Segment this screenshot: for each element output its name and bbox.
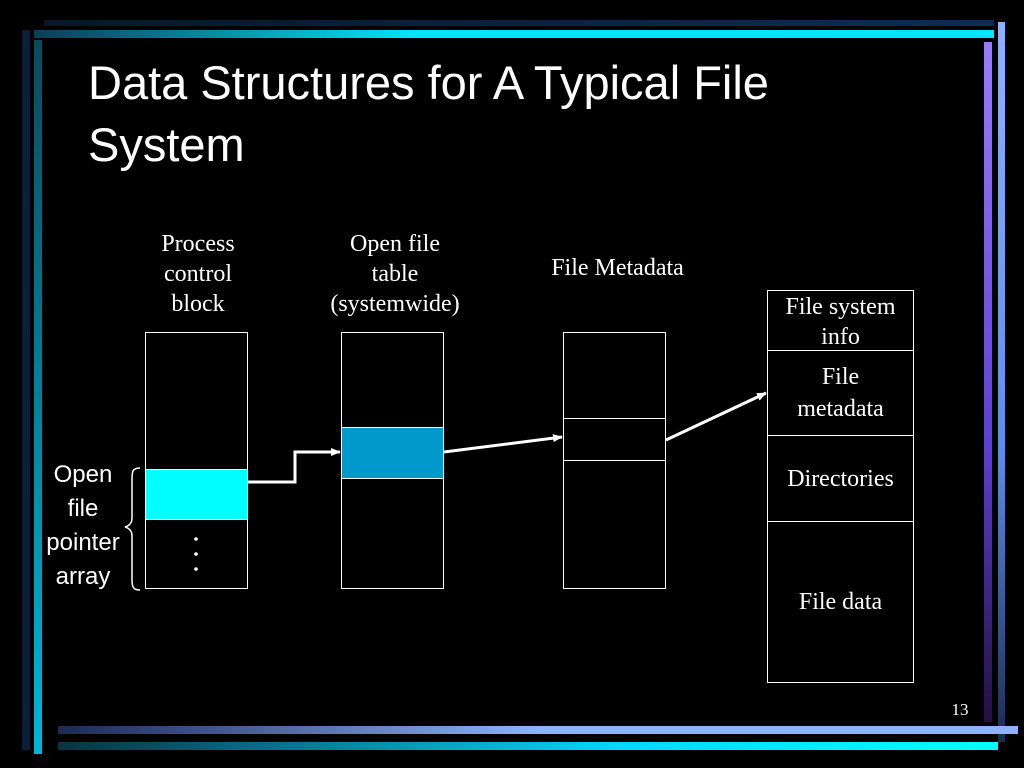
fs-directories-label: Directories xyxy=(787,465,894,492)
top-frame-bar-cyan xyxy=(34,30,994,38)
open-file-pointer-array-label: Open file pointer array xyxy=(36,458,130,594)
pcb-label-line-3: block xyxy=(171,291,225,317)
open-file-table-label: Open file table (systemwide) xyxy=(305,229,485,319)
open-file-table-entry xyxy=(342,427,443,479)
open-file-pointer-entry-2 xyxy=(146,494,247,520)
side-label-line-4: array xyxy=(55,563,111,590)
side-label-line-1: Open xyxy=(53,461,113,488)
fs-info-section: File system info xyxy=(768,291,913,351)
page-number: 13 xyxy=(951,700,969,719)
fs-metadata-section: File metadata xyxy=(768,351,913,436)
fs-info-line-2: info xyxy=(821,323,860,350)
arrow-pcb-to-open-file-table xyxy=(248,448,341,484)
oft-label-line-2: table xyxy=(371,261,419,287)
slide-title: Data Structures for A Typical File Syste… xyxy=(88,52,948,176)
ellipsis-dot-3 xyxy=(194,567,198,571)
bottom-frame-bar-cyan xyxy=(58,742,998,750)
fs-metadata-line-1: File xyxy=(821,364,860,390)
pcb-label-line-1: Process xyxy=(161,231,235,257)
slide-title-line-1: Data Structures for A Typical File xyxy=(88,56,769,109)
slide-title-line-2: System xyxy=(88,118,245,171)
file-metadata-label: File Metadata xyxy=(551,255,684,281)
right-frame-bar-blue xyxy=(998,22,1005,742)
left-frame-bar-dark xyxy=(22,30,30,750)
brace xyxy=(124,467,141,591)
oft-label-line-3: (systemwide) xyxy=(330,291,460,317)
file-system-box: File system info File metadata Directori… xyxy=(767,290,914,683)
top-frame-bar-dark xyxy=(44,20,994,26)
ellipsis-dot-2 xyxy=(194,552,198,556)
arrow-metadata-to-file-system xyxy=(665,391,767,442)
pcb-label-line-2: control xyxy=(164,261,232,287)
side-label-line-3: pointer xyxy=(46,529,120,556)
pcb-box xyxy=(145,332,248,589)
pcb-label: Process control block xyxy=(128,229,268,319)
fs-info-line-1: File system xyxy=(785,293,896,320)
bottom-frame-bar-blue xyxy=(58,726,1018,734)
fs-directories-section: Directories xyxy=(768,436,913,522)
side-label-line-2: file xyxy=(67,495,99,522)
open-file-table-box xyxy=(341,332,444,589)
left-frame-bar-cyan xyxy=(34,40,42,754)
file-metadata-box xyxy=(563,332,666,589)
ellipsis-dot-1 xyxy=(194,537,198,541)
oft-label-line-1: Open file xyxy=(350,231,440,257)
file-metadata-entry xyxy=(564,418,665,461)
fs-metadata-line-2: metadata xyxy=(797,396,884,422)
fs-data-label: File data xyxy=(798,589,883,615)
right-frame-bar-purple xyxy=(984,42,992,722)
fs-data-section: File data xyxy=(768,522,913,682)
arrow-open-file-table-to-metadata xyxy=(443,434,563,454)
